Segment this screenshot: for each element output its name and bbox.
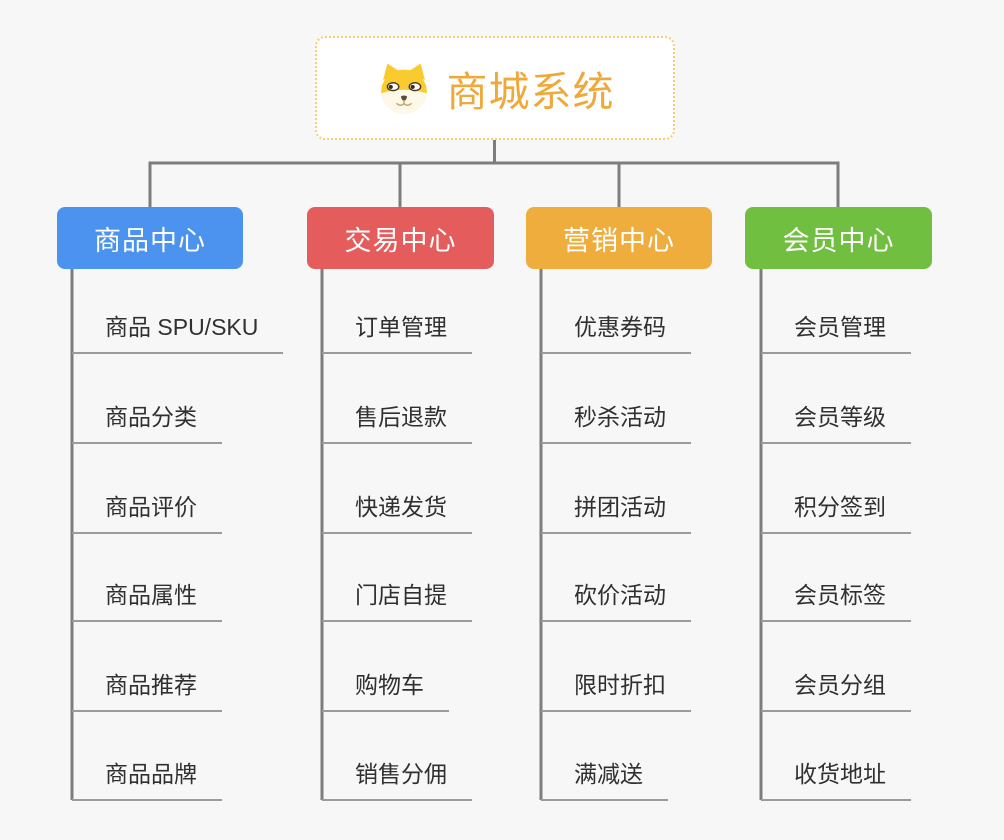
branch-children-column-product: 商品 SPU/SKU 商品分类 商品评价 商品属性 商品推荐 商品品牌 (72, 0, 284, 840)
branch-children-column-trade: 订单管理 售后退款 快递发货 门店自提 购物车 销售分佣 (322, 0, 472, 840)
leaf-topic[interactable]: 秒杀活动 (541, 402, 691, 444)
branch-children-column-marketing: 优惠券码 秒杀活动 拼团活动 砍价活动 限时折扣 满减送 (541, 0, 691, 840)
leaf-topic[interactable]: 商品品牌 (72, 759, 222, 801)
leaf-topic[interactable]: 收货地址 (761, 759, 911, 801)
leaf-topic[interactable]: 会员标签 (761, 580, 911, 622)
leaf-topic[interactable]: 商品分类 (72, 402, 222, 444)
leaf-topic[interactable]: 商品属性 (72, 580, 222, 622)
branch-topic-label: 商品中心 (94, 225, 206, 256)
leaf-topic[interactable]: 快递发货 (322, 492, 472, 534)
leaf-topic[interactable]: 积分签到 (761, 492, 911, 534)
leaf-topic[interactable]: 会员分组 (761, 670, 911, 712)
branch-topic-label: 营销中心 (563, 225, 675, 256)
branch-topic-marketing-center[interactable]: 营销中心 (526, 207, 712, 269)
root-topic-label: 商城系统 (446, 69, 615, 115)
root-topic[interactable]: 商城系统 (315, 36, 675, 140)
leaf-topic[interactable]: 满减送 (541, 759, 668, 801)
branch-topic-member-center[interactable]: 会员中心 (745, 207, 932, 269)
leaf-topic[interactable]: 销售分佣 (322, 759, 472, 801)
branch-topic-product-center[interactable]: 商品中心 (57, 207, 243, 269)
leaf-topic[interactable]: 会员等级 (761, 402, 911, 444)
shiba-dog-icon (380, 63, 427, 114)
leaf-topic[interactable]: 优惠券码 (541, 312, 691, 354)
leaf-topic[interactable]: 门店自提 (322, 580, 472, 622)
leaf-topic[interactable]: 商品评价 (72, 492, 222, 534)
branch-topic-trade-center[interactable]: 交易中心 (307, 207, 494, 269)
leaf-topic[interactable]: 砍价活动 (541, 580, 691, 622)
branch-topic-label: 交易中心 (344, 225, 457, 256)
leaf-topic[interactable]: 购物车 (322, 670, 449, 712)
leaf-topic[interactable]: 拼团活动 (541, 492, 691, 534)
branch-topic-label: 会员中心 (782, 225, 895, 256)
leaf-topic[interactable]: 商品推荐 (72, 670, 222, 712)
leaf-topic[interactable]: 订单管理 (322, 312, 472, 354)
branch-children-column-member: 会员管理 会员等级 积分签到 会员标签 会员分组 收货地址 (761, 0, 911, 840)
leaf-topic[interactable]: 限时折扣 (541, 670, 691, 712)
leaf-topic[interactable]: 会员管理 (761, 312, 911, 354)
leaf-topic[interactable]: 商品 SPU/SKU (72, 312, 284, 354)
leaf-topic[interactable]: 售后退款 (322, 402, 472, 444)
